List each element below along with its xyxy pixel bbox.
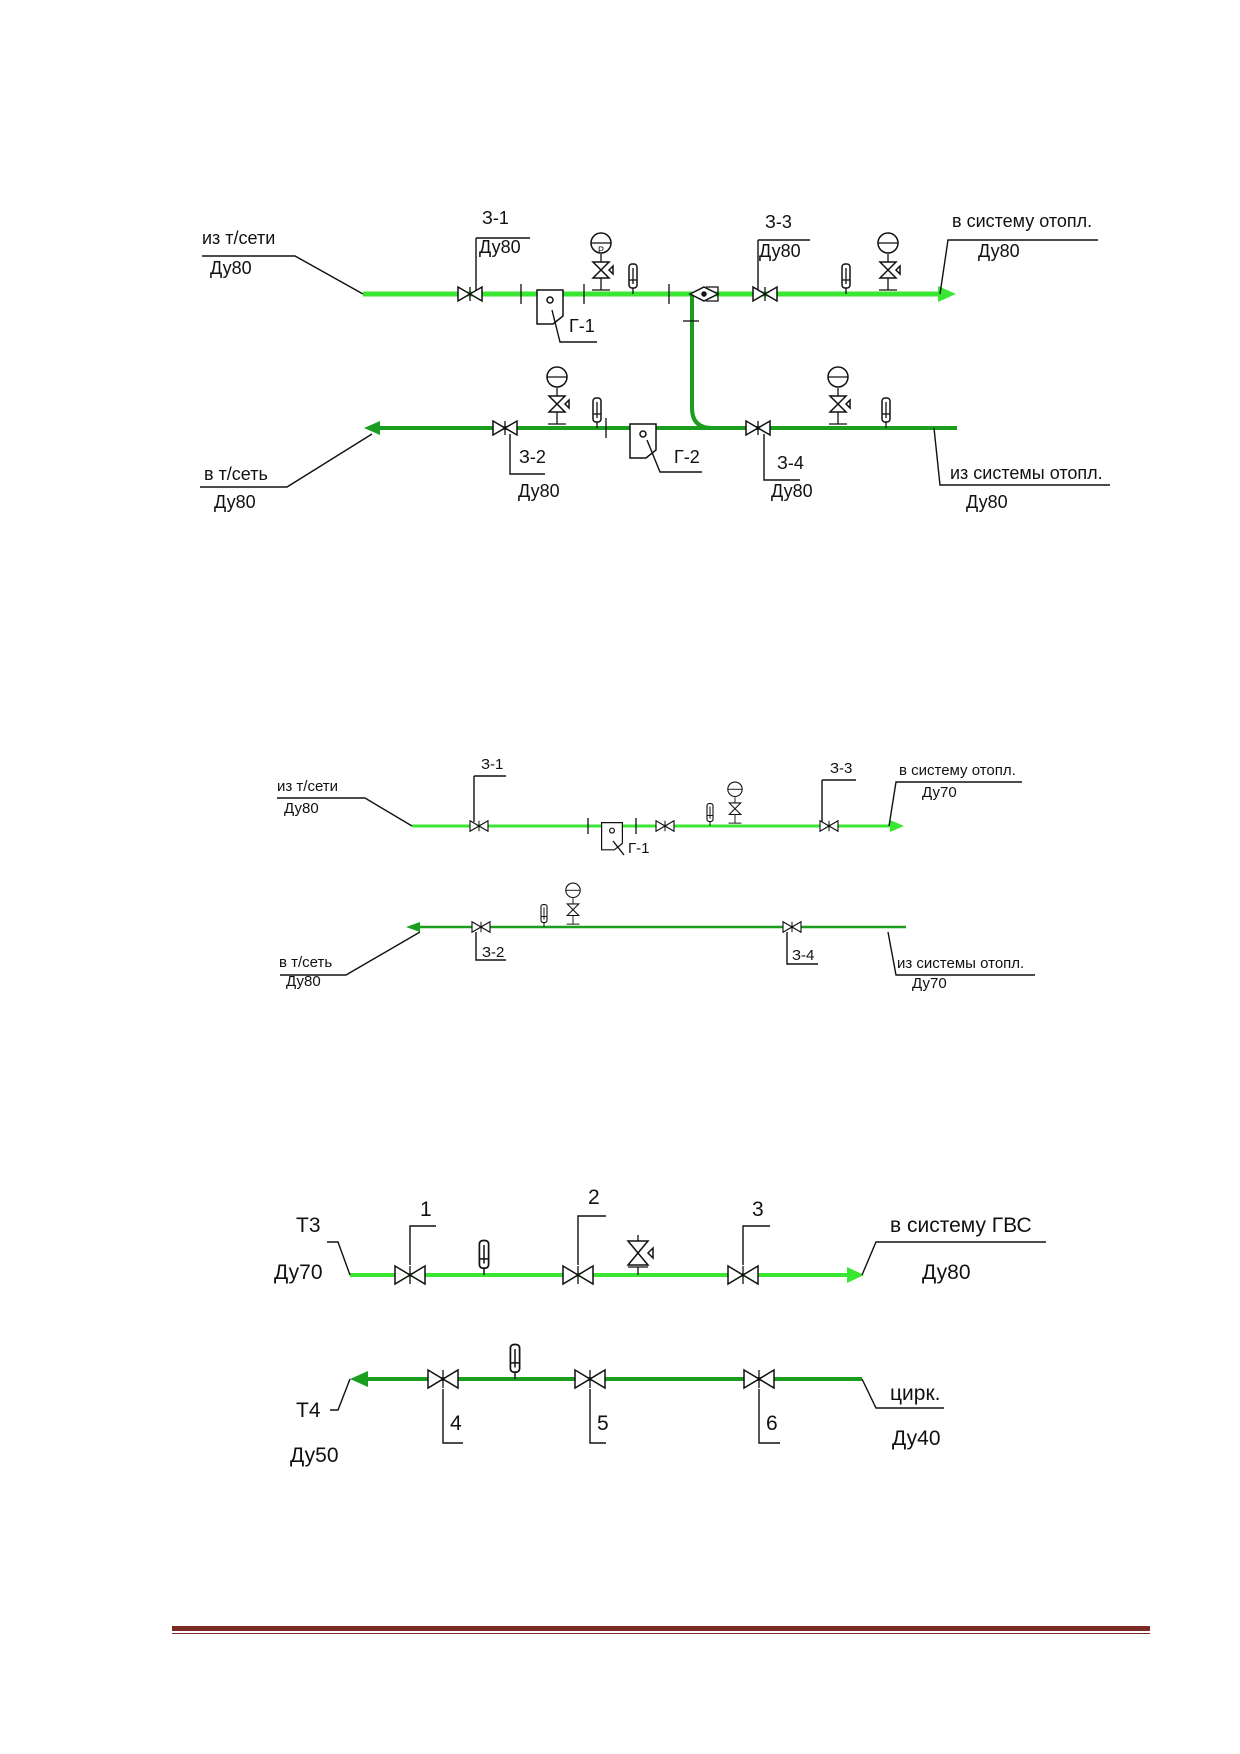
supply-out-label: в систему отопл.: [899, 762, 1016, 779]
pressure-gauge-icon: [877, 232, 901, 291]
supply-arrow-1: [938, 286, 956, 302]
pressure-gauge-icon: [590, 232, 614, 291]
return-out-size: Ду80: [286, 973, 321, 990]
thermometer-icon: [540, 903, 548, 928]
valve-label: З-1: [481, 756, 503, 773]
valve-label: 6: [766, 1412, 778, 1435]
return-arrow-2: [406, 922, 420, 932]
valve-label: З-3: [765, 212, 792, 232]
return-out-label: Т4: [296, 1399, 321, 1422]
thermometer-icon: [881, 397, 891, 429]
thermometer-icon: [706, 802, 714, 827]
supply-arrow-2: [890, 820, 904, 832]
thermometer-icon: [628, 263, 638, 295]
footer-rule: [172, 1626, 1150, 1631]
leader-lines-2: [277, 775, 1035, 976]
pressure-gauge-icon: [827, 366, 851, 425]
pressure-gauge-icon: [546, 366, 570, 425]
valve-3-3-small: [819, 820, 839, 832]
flange-marks-2: [587, 818, 637, 834]
strainer-label: Г-1: [628, 840, 649, 857]
strainer-g1: [536, 289, 564, 325]
valve-1: [394, 1265, 426, 1285]
valve-label: 3: [752, 1198, 764, 1221]
valve-label: 1: [420, 1198, 432, 1221]
return-in-size: Ду70: [912, 975, 947, 992]
supply-in-label: из т/сети: [202, 228, 275, 248]
flange-marks-1: [520, 284, 699, 438]
return-in-size: Ду80: [966, 492, 1008, 512]
thermometer-icon: [841, 263, 851, 295]
footer-rule-thin: [172, 1633, 1150, 1634]
scheme-2: из т/сети Ду80 З-1 З-3 в систему отопл. …: [277, 756, 1035, 992]
scheme-3: Т3 Ду70 1 2 3 в систему ГВС Ду80 Т4 Ду50…: [274, 1186, 1046, 1467]
valve-label: З-4: [777, 453, 804, 473]
strainer-g1-small: [600, 821, 624, 851]
valve-5: [574, 1369, 606, 1389]
scheme-1: Р из т/сети Ду80 З-1 Ду80 З-3 Ду80 в сис…: [200, 208, 1110, 512]
gauge-glyph: Р: [598, 245, 604, 255]
supply-out-size: Ду70: [922, 784, 957, 801]
supply-in-size: Ду80: [284, 800, 319, 817]
return-out-label: в т/сеть: [204, 464, 268, 484]
valve-size: Ду80: [518, 481, 560, 501]
return-in-size: Ду40: [892, 1427, 941, 1450]
supply-in-size: Ду70: [274, 1261, 323, 1284]
pressure-gauge-icon: [565, 882, 581, 925]
supply-in-size: Ду80: [210, 258, 252, 278]
return-out-label: в т/сеть: [279, 954, 332, 971]
valve-3-2-small: [471, 921, 491, 933]
valve-3-4-small: [782, 921, 802, 933]
valve-6: [743, 1369, 775, 1389]
supply-out-size: Ду80: [922, 1261, 971, 1284]
valve-2: [562, 1265, 594, 1285]
supply-out-size: Ду80: [978, 241, 1020, 261]
valve-label: З-2: [482, 944, 504, 961]
return-out-size: Ду50: [290, 1444, 339, 1467]
valve-3-1-small: [469, 820, 489, 832]
supply-out-label: в систему ГВС: [890, 1214, 1032, 1237]
bypass-pipe: [690, 294, 713, 430]
valve-small: [655, 820, 675, 832]
valve-3-3: [752, 286, 778, 302]
supply-in-label: из т/сети: [277, 778, 338, 795]
thermometer-icon: [478, 1239, 490, 1276]
return-in-label: из системы отопл.: [897, 955, 1024, 972]
strainer-label: Г-1: [569, 316, 595, 336]
valve-3-1: [457, 286, 483, 302]
pressure-gauge-icon: [727, 781, 743, 824]
tap-valve-icon: [626, 1235, 654, 1275]
valve-3-2: [492, 420, 518, 436]
valve-3: [727, 1265, 759, 1285]
return-in-label: цирк.: [890, 1382, 940, 1405]
valve-3-4: [745, 420, 771, 436]
valve-label: З-1: [482, 208, 509, 228]
valve-size: Ду80: [759, 241, 801, 261]
valve-label: 5: [597, 1412, 609, 1435]
valve-label: З-4: [792, 947, 814, 964]
valve-size: Ду80: [479, 237, 521, 257]
valve-label: 4: [450, 1412, 462, 1435]
valve-label: З-3: [830, 760, 852, 777]
supply-out-label: в систему отопл.: [952, 211, 1092, 231]
leader-lines-1: [200, 237, 1110, 488]
strainer-label: Г-2: [674, 447, 700, 467]
valve-label: З-2: [519, 447, 546, 467]
valve-label: 2: [588, 1186, 600, 1209]
check-valve: [688, 286, 720, 302]
return-arrow-1: [364, 421, 380, 435]
return-arrow-3: [350, 1371, 368, 1387]
return-in-label: из системы отопл.: [950, 463, 1103, 483]
return-out-size: Ду80: [214, 492, 256, 512]
thermometer-icon: [592, 397, 602, 429]
thermometer-icon: [509, 1343, 521, 1380]
valve-4: [427, 1369, 459, 1389]
supply-arrow-3: [847, 1267, 864, 1283]
leader-lines-3: [327, 1215, 1046, 1444]
valve-size: Ду80: [771, 481, 813, 501]
supply-in-label: Т3: [296, 1214, 321, 1237]
